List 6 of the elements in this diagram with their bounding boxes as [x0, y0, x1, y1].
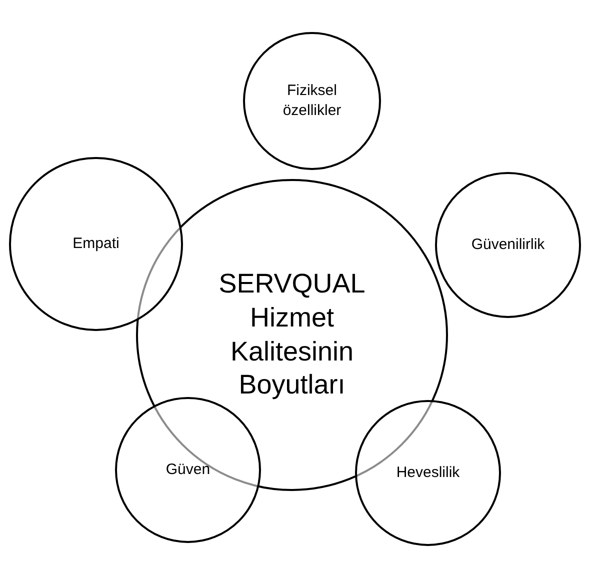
circle-label: SERVQUAL Hizmet Kalitesinin Boyutları: [218, 268, 366, 402]
circle-label: Fiziksel özellikler: [282, 80, 342, 121]
circle-label: Güven: [164, 460, 212, 480]
circle-label: Empati: [72, 234, 120, 254]
circle-label: Heveslilik: [395, 462, 461, 483]
circle-label: Güvenilirlik: [470, 234, 546, 255]
